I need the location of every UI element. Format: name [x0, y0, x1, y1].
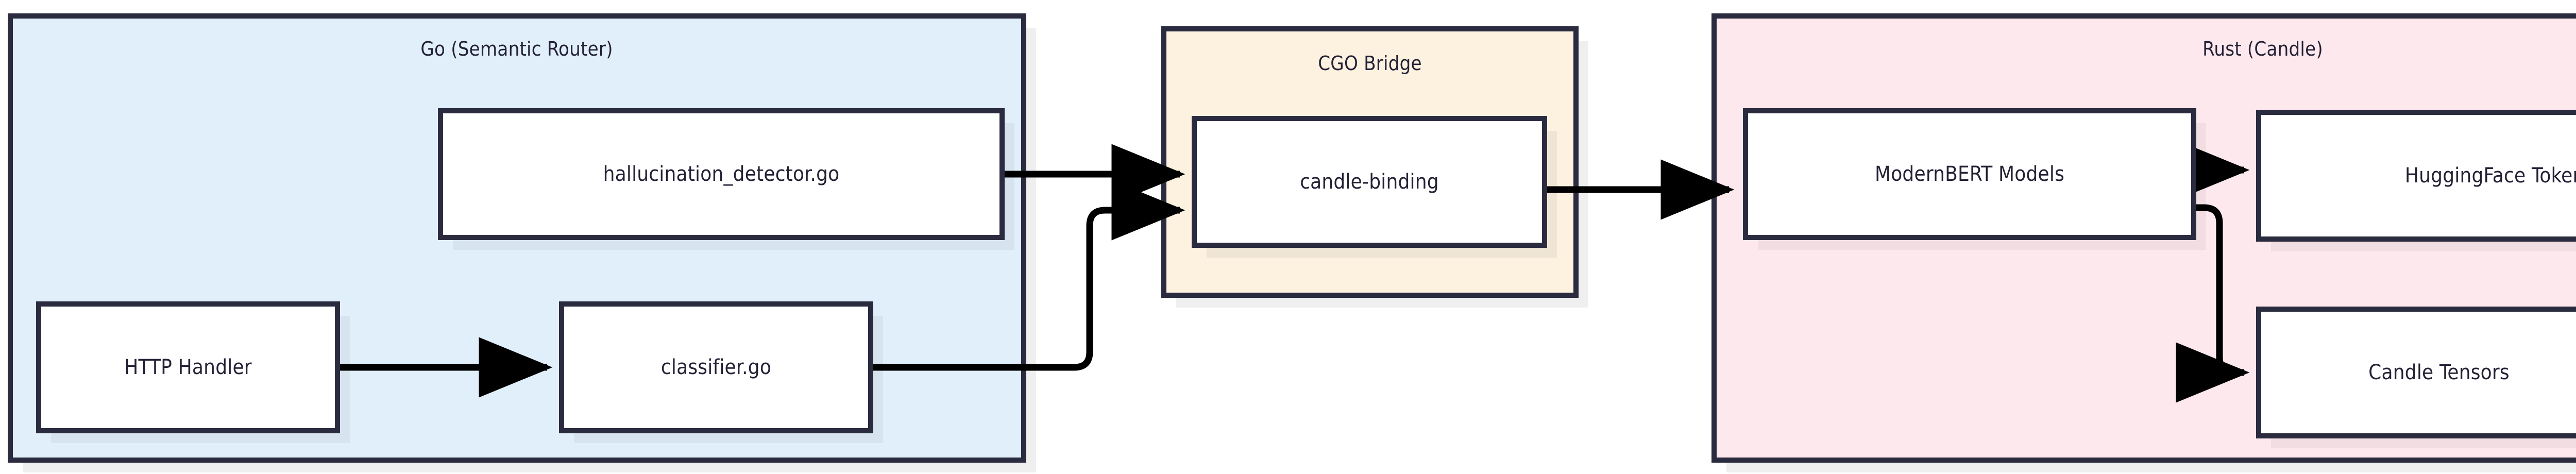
node-hallucination-detector-rect[interactable] — [438, 108, 1005, 240]
edge-classifier-to-candle-binding — [871, 180, 1185, 371]
node-classifier-rect[interactable] — [559, 301, 873, 433]
node-candle-tensors-rect[interactable] — [2256, 307, 2576, 438]
node-http-handler-rect[interactable] — [36, 301, 340, 433]
edge-modernbert-to-candle-tensors — [2176, 204, 2250, 403]
nodes — [36, 108, 2576, 438]
node-hf-tokenizers-rect[interactable] — [2256, 110, 2576, 242]
node-candle-binding-rect[interactable] — [1192, 116, 1547, 248]
edges — [337, 140, 2250, 403]
node-modernbert-rect[interactable] — [1743, 108, 2196, 240]
